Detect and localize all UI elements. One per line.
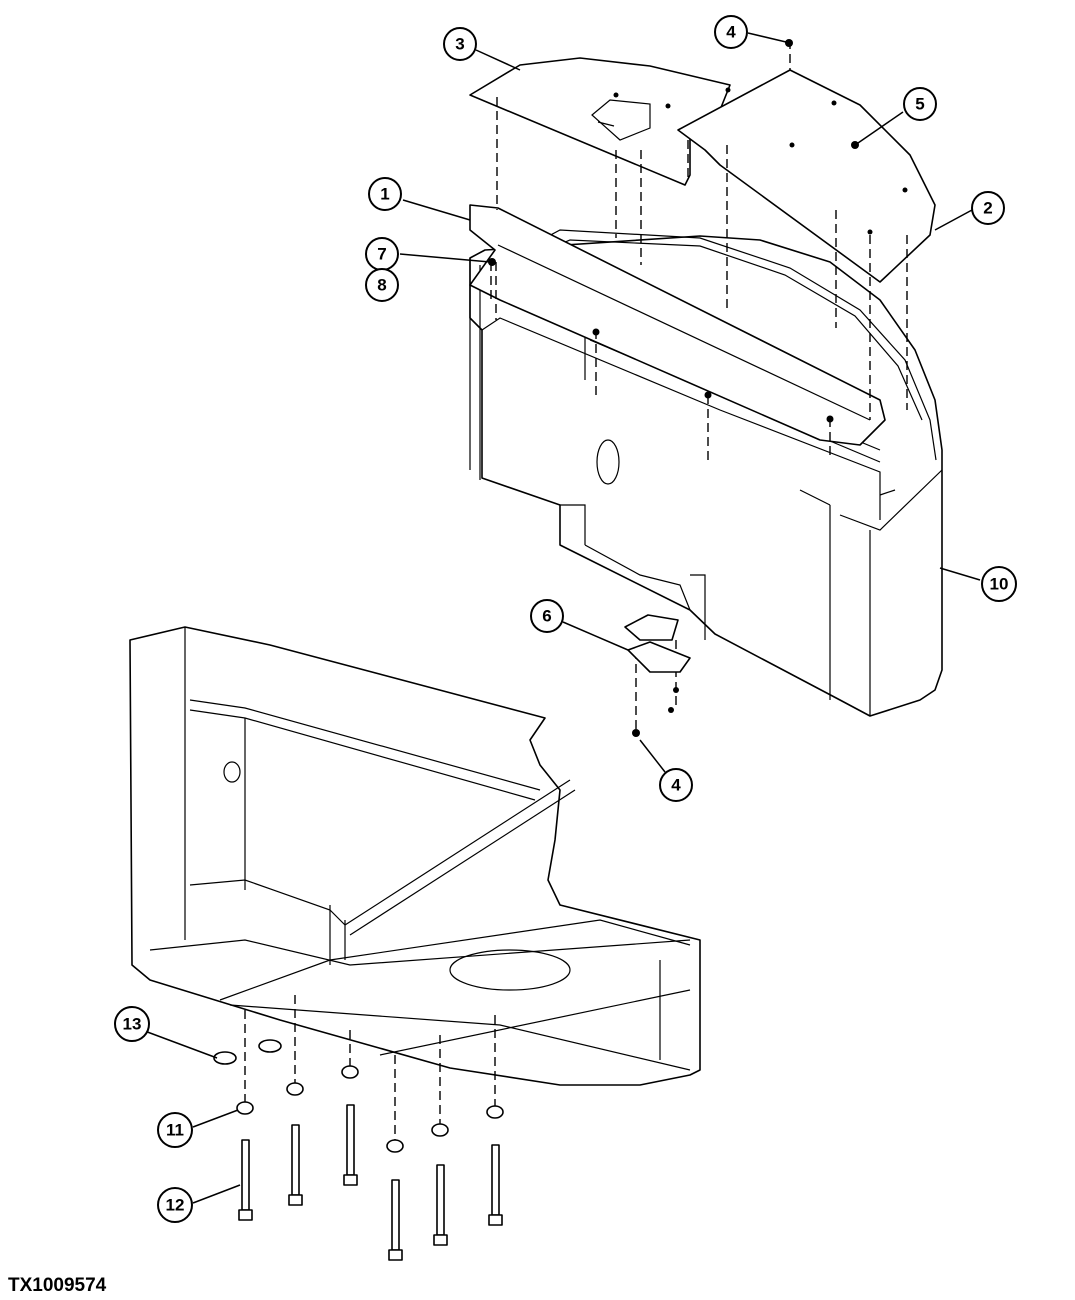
svg-text:10: 10 bbox=[990, 575, 1009, 594]
counterweight bbox=[469, 229, 943, 717]
bracket-6 bbox=[624, 614, 691, 673]
callout-3: 3 bbox=[443, 27, 477, 61]
callout-4-top: 4 bbox=[714, 15, 748, 49]
figure-id: TX1009574 bbox=[8, 1275, 107, 1296]
svg-text:12: 12 bbox=[166, 1196, 185, 1215]
svg-text:11: 11 bbox=[166, 1121, 184, 1140]
callout-1: 1 bbox=[368, 177, 402, 211]
svg-text:4: 4 bbox=[671, 776, 681, 795]
callout-13: 13 bbox=[114, 1006, 150, 1042]
svg-text:5: 5 bbox=[915, 95, 924, 114]
washers bbox=[213, 1039, 504, 1153]
callout-7: 7 bbox=[365, 237, 399, 271]
cover-plate-3 bbox=[469, 57, 731, 186]
alignment-lines-upper bbox=[490, 40, 908, 732]
svg-text:6: 6 bbox=[542, 607, 551, 626]
svg-text:2: 2 bbox=[983, 199, 992, 218]
callout-4-bottom: 4 bbox=[659, 768, 693, 802]
bolts bbox=[238, 1104, 503, 1261]
callout-6: 6 bbox=[530, 599, 564, 633]
callout-12: 12 bbox=[157, 1187, 193, 1223]
svg-text:1: 1 bbox=[380, 185, 389, 204]
upperstructure-frame bbox=[129, 626, 701, 1086]
cover-plate-1 bbox=[469, 204, 886, 446]
callout-8: 8 bbox=[365, 268, 399, 302]
svg-text:13: 13 bbox=[123, 1015, 142, 1034]
callout-10: 10 bbox=[981, 566, 1017, 602]
alignment-lines-lower bbox=[244, 995, 496, 1140]
callout-2: 2 bbox=[971, 191, 1005, 225]
svg-text:8: 8 bbox=[377, 276, 386, 295]
cover-plate-2 bbox=[677, 69, 936, 283]
svg-text:3: 3 bbox=[455, 35, 464, 54]
upper-fasteners bbox=[488, 39, 908, 737]
svg-text:4: 4 bbox=[726, 23, 736, 42]
callout-11: 11 bbox=[157, 1112, 193, 1148]
callout-5: 5 bbox=[903, 87, 937, 121]
svg-text:7: 7 bbox=[377, 245, 386, 264]
